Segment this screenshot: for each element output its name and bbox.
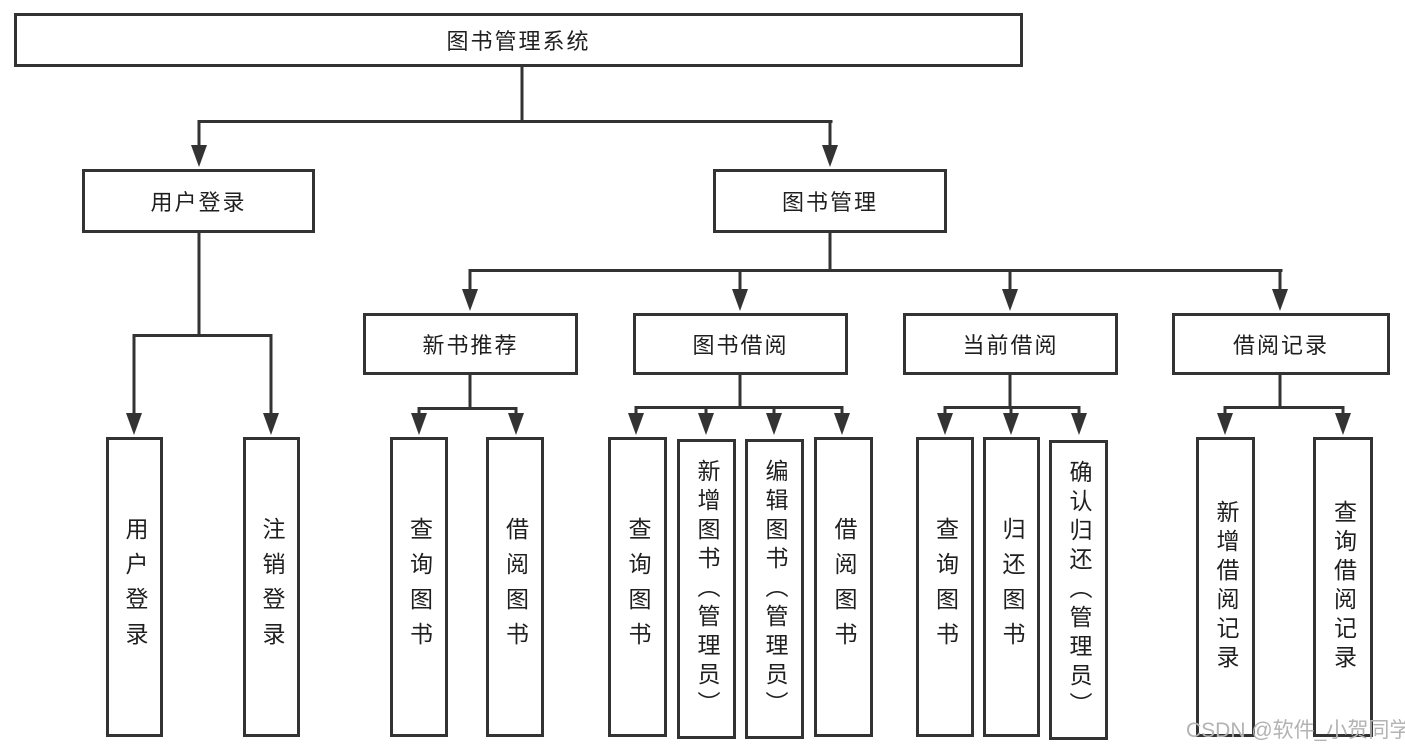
- leaf-query-books-recommend: 查询图书: [390, 437, 448, 737]
- node-borrow-records: 借阅记录: [1172, 313, 1390, 375]
- node-current-borrowing: 当前借阅: [903, 313, 1118, 375]
- connector-borrow-records-to-leaves: [1217, 375, 1351, 435]
- leaf-label: 用户登录: [122, 517, 148, 657]
- leaf-label: 查询图书: [406, 517, 433, 657]
- leaf-query-borrow-record: 查询借阅记录: [1313, 437, 1373, 737]
- node-new-book-recommendation: 新书推荐: [363, 313, 578, 375]
- leaf-label: 查询图书: [932, 517, 959, 657]
- node-user-login: 用户登录: [82, 169, 315, 233]
- node-label: 借阅记录: [1232, 333, 1329, 358]
- leaf-borrow-books-borrowing: 借阅图书: [814, 437, 873, 737]
- leaf-label: 归还图书: [999, 517, 1025, 657]
- node-label: 新书推荐: [422, 333, 519, 358]
- leaf-label: 借阅图书: [831, 517, 857, 657]
- leaf-return-books: 归还图书: [983, 437, 1040, 737]
- leaf-user-login: 用户登录: [106, 437, 163, 737]
- connector-book-borrowing-to-leaves: [628, 375, 850, 435]
- leaf-label: 查询图书: [625, 517, 651, 657]
- leaf-borrow-books-recommend: 借阅图书: [486, 437, 544, 737]
- leaf-label: 注销登录: [259, 517, 285, 657]
- leaf-add-borrow-record: 新增借阅记录: [1196, 437, 1255, 737]
- leaf-logout: 注销登录: [243, 437, 300, 737]
- node-label: 图书管理: [781, 190, 878, 215]
- leaf-label: 新增图书（管理员）: [694, 458, 720, 720]
- node-book-borrowing: 图书借阅: [633, 313, 848, 375]
- leaf-confirm-return-admin: 确认归还（管理员）: [1049, 440, 1108, 740]
- leaf-add-book-admin: 新增图书（管理员）: [677, 439, 736, 739]
- csdn-watermark: CSDN @软件_小贺同学: [1186, 719, 1405, 742]
- leaf-query-books-current: 查询图书: [916, 437, 974, 737]
- node-book-management: 图书管理: [713, 169, 947, 233]
- connector-current-borrowing-to-leaves: [937, 375, 1087, 435]
- leaf-edit-book-admin: 编辑图书（管理员）: [745, 439, 804, 739]
- connector-new-books-to-leaves: [411, 375, 524, 435]
- node-label: 当前借阅: [962, 333, 1059, 358]
- node-label: 图书管理系统: [446, 29, 591, 54]
- leaf-label: 查询借阅记录: [1330, 500, 1357, 674]
- node-label: 图书借阅: [692, 333, 789, 358]
- connector-user-login-to-leaves: [126, 233, 279, 435]
- connector-root-to-level2: [191, 67, 838, 167]
- connector-book-management-to-level3: [462, 233, 1288, 311]
- node-library-management-system: 图书管理系统: [14, 13, 1023, 67]
- node-label: 用户登录: [150, 190, 247, 215]
- leaf-label: 编辑图书（管理员）: [762, 458, 788, 720]
- leaf-label: 确认归还（管理员）: [1066, 459, 1092, 721]
- leaf-label: 新增借阅记录: [1213, 500, 1239, 674]
- leaf-query-books-borrowing: 查询图书: [608, 437, 667, 737]
- leaf-label: 借阅图书: [502, 517, 529, 657]
